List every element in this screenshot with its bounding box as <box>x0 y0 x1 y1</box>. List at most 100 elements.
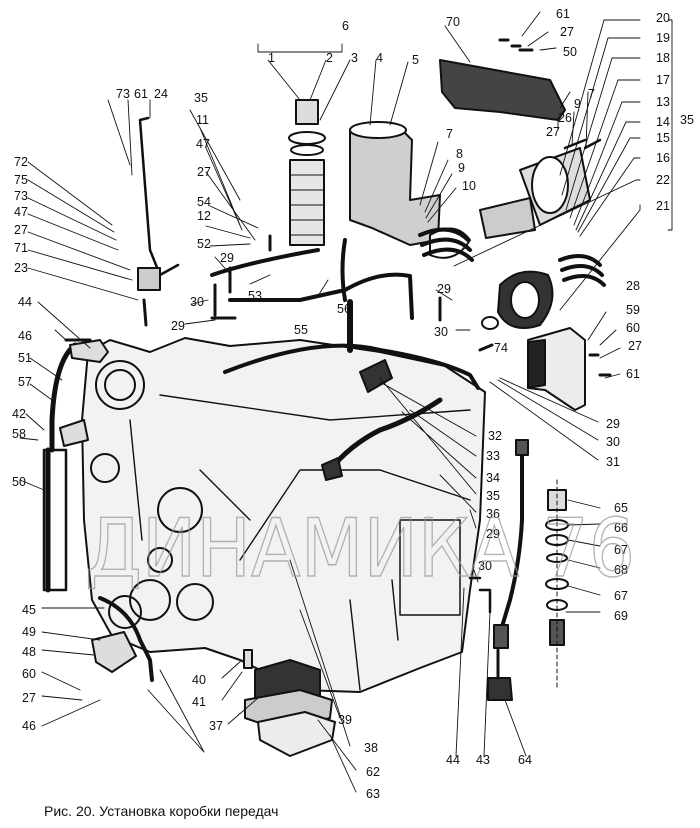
callout-2: 2 <box>326 51 333 65</box>
callout-66: 66 <box>614 521 628 535</box>
callout-39: 39 <box>338 713 352 727</box>
callout-60: 60 <box>626 321 640 335</box>
callout-59: 59 <box>626 303 640 317</box>
callout-60: 60 <box>22 667 36 681</box>
callout-22: 22 <box>656 173 670 187</box>
callout-30: 30 <box>478 559 492 573</box>
callout-27: 27 <box>197 165 211 179</box>
callout-44: 44 <box>446 753 460 767</box>
callout-12: 12 <box>197 209 211 223</box>
callout-27: 27 <box>560 25 574 39</box>
callout-35: 35 <box>486 489 500 503</box>
bracket-70 <box>439 59 566 121</box>
callout-69: 69 <box>614 609 628 623</box>
callout-62: 62 <box>366 765 380 779</box>
callout-71: 71 <box>14 241 28 255</box>
callout-47: 47 <box>14 205 28 219</box>
oil-line-upper <box>210 238 414 320</box>
callout-54: 54 <box>197 195 211 209</box>
callout-56: 56 <box>337 302 351 316</box>
callout-8: 8 <box>456 147 463 161</box>
callout-64: 64 <box>518 753 532 767</box>
callout-6: 6 <box>342 19 349 33</box>
callout-72: 72 <box>14 155 28 169</box>
callout-14: 14 <box>656 115 670 129</box>
callout-9: 9 <box>458 161 465 175</box>
callout-1: 1 <box>268 51 275 65</box>
filter-element <box>289 159 325 246</box>
callout-73: 73 <box>14 189 28 203</box>
linkage-24 <box>138 116 180 277</box>
flange-48 <box>91 631 137 673</box>
callout-4: 4 <box>376 51 383 65</box>
callout-33: 33 <box>486 449 500 463</box>
callout-55: 55 <box>294 323 308 337</box>
callout-23: 23 <box>14 261 28 275</box>
callout-52: 52 <box>197 237 211 251</box>
callout-26: 26 <box>558 111 572 125</box>
callout-7: 7 <box>588 87 595 101</box>
callout-27: 27 <box>22 691 36 705</box>
callout-61: 61 <box>134 87 148 101</box>
callout-57: 57 <box>18 375 32 389</box>
callout-38: 38 <box>364 741 378 755</box>
callout-68: 68 <box>614 563 628 577</box>
speedometer-cable <box>496 443 524 642</box>
callout-70: 70 <box>446 15 460 29</box>
callout-48: 48 <box>22 645 36 659</box>
callout-40: 40 <box>192 673 206 687</box>
callout-29: 29 <box>437 282 451 296</box>
callout-53: 53 <box>248 289 262 303</box>
callout-27: 27 <box>628 339 642 353</box>
callout-41: 41 <box>192 695 206 709</box>
callout-35: 35 <box>194 91 208 105</box>
callout-45: 45 <box>22 603 36 617</box>
callout-42: 42 <box>12 407 26 421</box>
callout-63: 63 <box>366 787 380 801</box>
figure-caption: Рис. 20. Установка коробки передач <box>44 803 279 819</box>
callout-50: 50 <box>12 475 26 489</box>
callout-29: 29 <box>606 417 620 431</box>
callout-5: 5 <box>412 53 419 67</box>
callout-32: 32 <box>488 429 502 443</box>
callout-67: 67 <box>614 543 628 557</box>
callout-50: 50 <box>563 45 577 59</box>
callout-75: 75 <box>14 173 28 187</box>
oil-line-lower <box>223 343 480 390</box>
callout-30: 30 <box>190 295 204 309</box>
callout-61: 61 <box>626 367 640 381</box>
callout-13: 13 <box>656 95 670 109</box>
callout-36: 36 <box>486 507 500 521</box>
callout-37: 37 <box>209 719 223 733</box>
callout-58: 58 <box>12 427 26 441</box>
callout-11: 11 <box>196 113 209 127</box>
left-hose <box>45 342 78 593</box>
callout-30: 30 <box>606 435 620 449</box>
callout-7: 7 <box>446 127 453 141</box>
spring-right <box>558 254 606 287</box>
filter-housing <box>349 127 441 246</box>
callout-43: 43 <box>476 753 490 767</box>
callout-30: 30 <box>434 325 448 339</box>
callout-67: 67 <box>614 589 628 603</box>
callout-46: 46 <box>22 719 36 733</box>
callout-3: 3 <box>351 51 358 65</box>
callout-46: 46 <box>18 329 32 343</box>
spring-left <box>418 227 474 262</box>
callout-49: 49 <box>22 625 36 639</box>
hose-33 <box>327 397 443 473</box>
drawing-layer <box>19 11 673 793</box>
callout-20: 20 <box>656 11 670 25</box>
callout-24: 24 <box>154 87 168 101</box>
callout-31: 31 <box>606 455 620 469</box>
callout-61: 61 <box>556 7 570 21</box>
callout-47: 47 <box>196 137 210 151</box>
callout-44: 44 <box>18 295 32 309</box>
callout-29: 29 <box>486 527 500 541</box>
callout-19: 19 <box>656 31 670 45</box>
callout-16: 16 <box>656 151 670 165</box>
callout-9: 9 <box>574 97 581 111</box>
callout-15: 15 <box>656 131 670 145</box>
